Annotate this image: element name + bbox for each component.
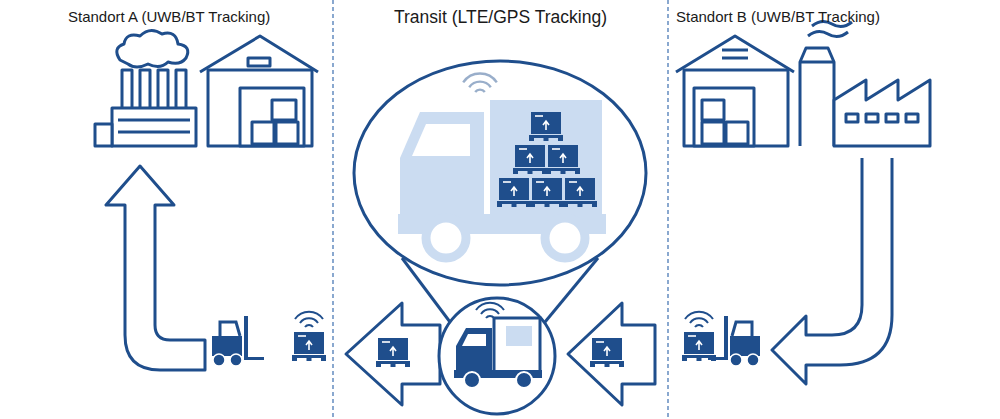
- warehouse-left: [208, 70, 312, 146]
- zone-divider: [667, 0, 668, 419]
- warehouse-right: [726, 122, 748, 144]
- signal-icon: [295, 312, 323, 327]
- truck-small: [454, 318, 542, 388]
- cargo-stack: [513, 145, 547, 174]
- factory-right: [846, 114, 858, 122]
- factory-left: [176, 70, 186, 112]
- truck-small: [464, 372, 480, 388]
- warehouse-left: [240, 88, 304, 146]
- cargo-stack: [497, 178, 531, 207]
- truck-small: [462, 334, 486, 346]
- warehouse-right: [694, 88, 754, 146]
- factory-left: [140, 70, 150, 112]
- factory-left: [118, 131, 190, 134]
- pallet-box: [682, 332, 716, 361]
- cargo-stack: [497, 112, 597, 207]
- factory-left: [122, 70, 132, 112]
- signal-icon: [685, 312, 713, 327]
- warehouse-left: [272, 100, 296, 120]
- warehouse-right: [676, 36, 794, 146]
- truck-large: [426, 218, 466, 258]
- factory-right: [800, 21, 930, 146]
- forklift: [212, 316, 264, 366]
- flow-arrow: [568, 303, 655, 405]
- factory-left: [158, 70, 168, 112]
- warehouse-left: [252, 122, 274, 144]
- zone-heading: Transit (LTE/GPS Tracking): [394, 7, 607, 28]
- zone-divider: [333, 0, 668, 419]
- zoom-bubble: [354, 61, 646, 414]
- cargo-stack: [530, 178, 564, 207]
- warehouse-left: [200, 36, 318, 72]
- signal-icon: [476, 303, 504, 318]
- truck-small: [506, 326, 532, 346]
- flow-arrow: [772, 158, 892, 384]
- truck-large: [398, 100, 606, 258]
- truck-large: [400, 112, 484, 215]
- warehouse-left: [276, 122, 298, 144]
- factory-right: [866, 114, 878, 122]
- zone-heading: Standort B (UWB/BT Tracking): [676, 8, 880, 25]
- warehouse-right: [702, 100, 724, 120]
- truck-large: [412, 124, 470, 156]
- forklift: [212, 316, 264, 366]
- pallet-box: [376, 338, 410, 367]
- signal-icon: [463, 74, 497, 92]
- signal-icon: [685, 312, 713, 327]
- signal-icon: [463, 74, 497, 92]
- signal-icon: [295, 312, 323, 327]
- factory-right: [800, 61, 834, 64]
- factory-right: [834, 80, 930, 146]
- truck-small: [456, 328, 492, 372]
- pallet-box: [292, 332, 326, 361]
- truck-large: [490, 100, 602, 216]
- zoom-bubble: [354, 61, 646, 285]
- truck-large: [545, 218, 585, 258]
- factory-left: [112, 108, 196, 146]
- zone-divider: [332, 0, 333, 419]
- warehouse-left: [248, 58, 270, 66]
- flow-arrow: [346, 303, 440, 405]
- warehouse-right: [722, 57, 748, 60]
- truck-small: [516, 372, 532, 388]
- warehouse-right: [676, 36, 794, 72]
- flow-arrow: [106, 166, 205, 370]
- factory-right: [886, 114, 898, 122]
- factory-left: [118, 119, 190, 122]
- warehouse-left: [200, 36, 318, 146]
- zoom-bubble: [439, 298, 555, 414]
- cargo-stack: [563, 178, 597, 207]
- pallet-box: [590, 338, 624, 367]
- signal-icon: [476, 303, 504, 318]
- truck-small: [494, 318, 540, 372]
- factory-left: [95, 124, 112, 146]
- warehouse-right: [722, 49, 748, 52]
- warehouse-right: [702, 122, 724, 144]
- factory-left: [95, 30, 196, 146]
- warehouse-right: [684, 70, 788, 146]
- zone-heading: Standort A (UWB/BT Tracking): [68, 8, 270, 25]
- factory-right: [800, 48, 834, 146]
- factory-right: [906, 114, 918, 122]
- factory-left: [117, 30, 188, 67]
- cargo-stack: [546, 145, 580, 174]
- cargo-stack: [529, 112, 563, 141]
